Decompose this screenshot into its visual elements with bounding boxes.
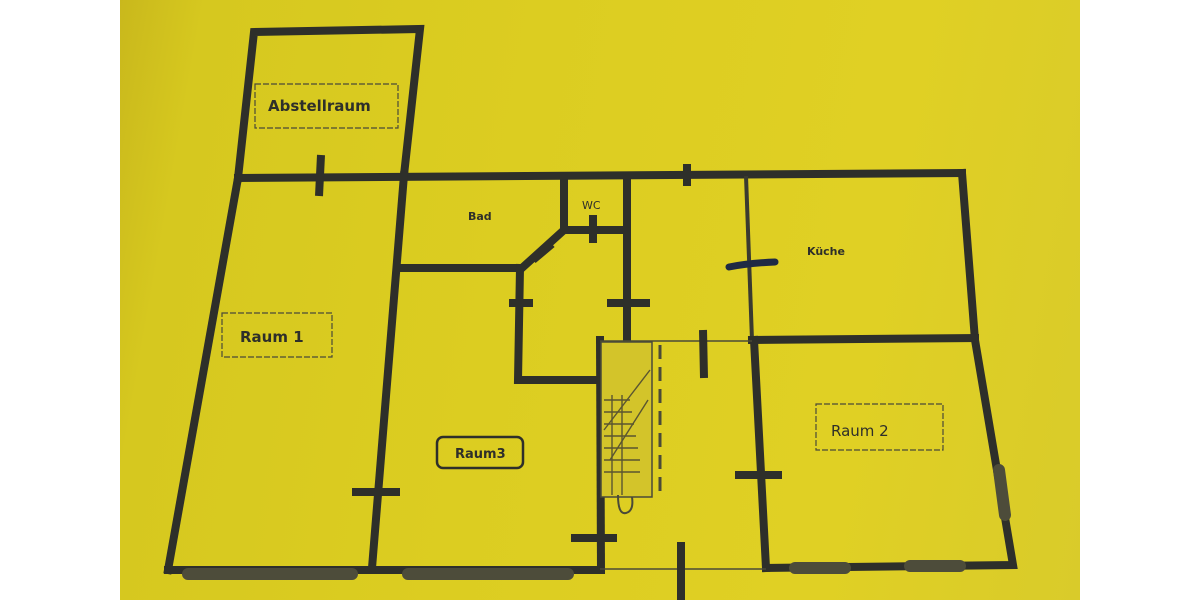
label-wc: WC (582, 199, 601, 212)
interior-walls (367, 170, 980, 575)
label-abstellraum: Abstellraum (268, 97, 371, 115)
label-raum3: Raum3 (455, 447, 506, 462)
label-kueche: Küche (807, 245, 845, 258)
marker-scribble (725, 258, 779, 271)
label-raum2: Raum 2 (831, 422, 889, 440)
door-marks (315, 154, 782, 600)
staircase (600, 341, 662, 515)
window-marks (182, 464, 1011, 580)
label-raum1: Raum 1 (240, 328, 304, 346)
label-bad: Bad (468, 210, 492, 223)
room-labels: Abstellraum Bad WC Küche Raum 1 Raum3 Ra… (221, 83, 944, 470)
